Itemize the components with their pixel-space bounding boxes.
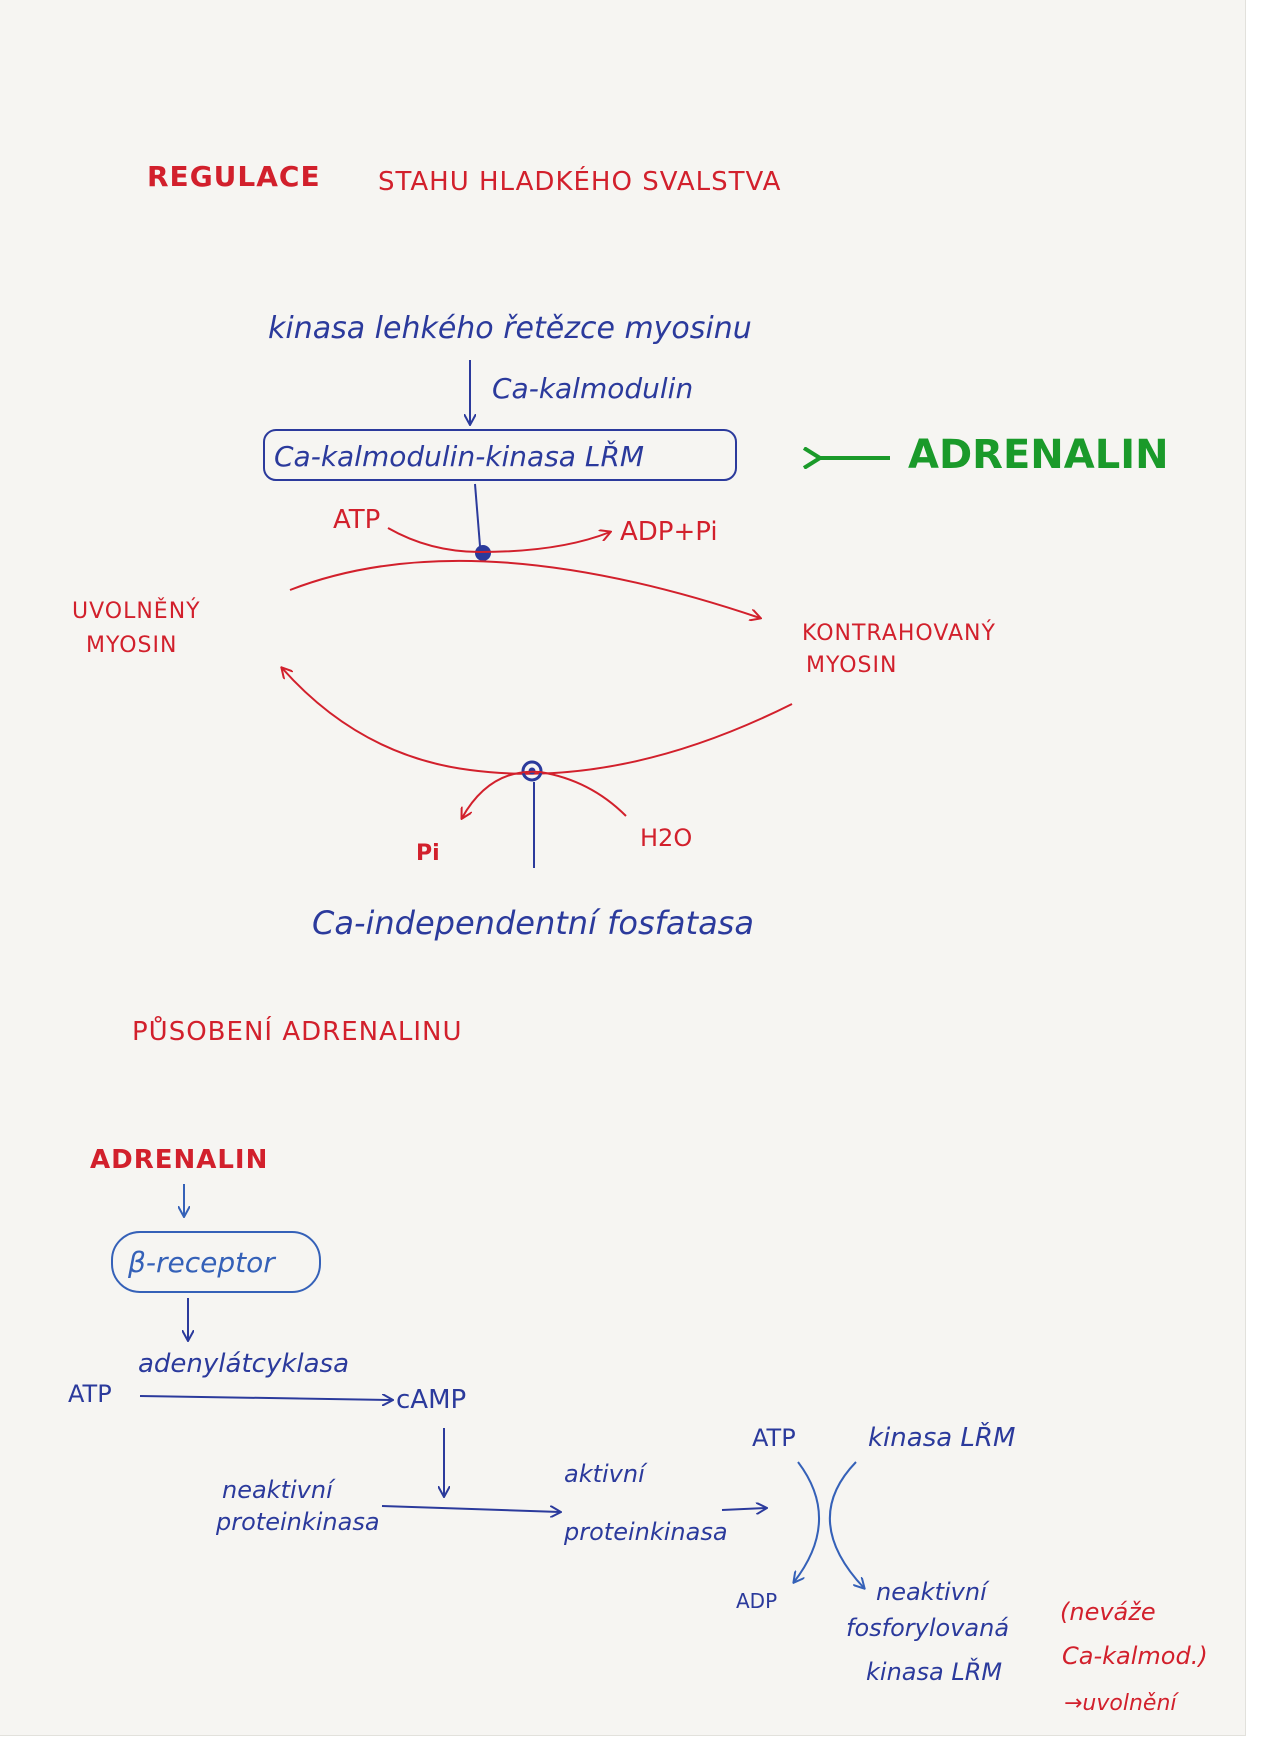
paper-sheet [0, 0, 1246, 1736]
note-line-3: →uvolnění [1064, 1691, 1179, 1716]
label-active-pk-2: proteinkinasa [563, 1518, 728, 1546]
title-regulace: REGULACE [147, 160, 321, 193]
label-atp-top: ATP [333, 505, 380, 535]
label-kinasa-lrm: kinasa LŘM [868, 1421, 1015, 1453]
label-contracted-myosin-1: KONTRAHOVANÝ [802, 620, 996, 646]
arc-relaxed-to-contracted [289, 559, 760, 618]
label-atp-right: ATP [752, 1424, 796, 1452]
label-inactive-phos-3: kinasa LŘM [866, 1657, 1002, 1686]
curve-h2o-pi [462, 770, 627, 818]
arrow-pk-to-reaction [721, 1508, 766, 1510]
label-beta-receptor: β-receptor [127, 1246, 276, 1279]
label-relaxed-myosin-2: MYOSIN [86, 633, 177, 658]
title-stahu: STAHU HLADKÉHO SVALSTVA [378, 165, 781, 197]
label-inactive-phos-1: neaktivní [876, 1578, 990, 1606]
node-phosphatase-action [521, 760, 543, 782]
label-active-pk-1: aktivní [564, 1460, 648, 1488]
curve-atp-to-adp [794, 1461, 820, 1582]
label-adp: ADP [736, 1589, 777, 1613]
curve-kinase-to-phosphorylated [828, 1461, 864, 1588]
curve-atp-adp [387, 527, 610, 554]
arrow-box-to-node [474, 483, 481, 547]
title-pusobeni-adrenalinu: PŮSOBENÍ ADRENALINU [132, 1015, 463, 1047]
label-h2o: H2O [640, 824, 692, 852]
node-kinase-action [475, 545, 491, 561]
label-adrenalin-green: ADRENALIN [908, 432, 1169, 478]
label-atp-left: ATP [68, 1380, 112, 1408]
label-inactive-pk-2: proteinkinasa [215, 1508, 380, 1536]
note-line-2: Ca-kalmod.) [1062, 1642, 1208, 1670]
label-inactive-phos-2: fosforylovaná [846, 1614, 1009, 1642]
arc-contracted-to-relaxed [282, 668, 793, 775]
arrow-pk-activation [381, 1505, 560, 1512]
label-myosin-light-chain-kinase: kinasa lehkého řetězce myosinu [268, 311, 752, 346]
label-camp: cAMP [396, 1385, 466, 1415]
label-phosphatase: Ca-independentní fosfatasa [312, 904, 754, 942]
label-ca-calmodulin: Ca-kalmodulin [492, 372, 693, 405]
label-adp-pi: ADP+Pi [620, 517, 718, 547]
label-adenylate-cyclase: adenylátcyklasa [138, 1349, 349, 1379]
box-beta-receptor [111, 1231, 321, 1293]
box-ca-calmodulin-kinase [263, 429, 737, 481]
label-inactive-pk-1: neaktivní [222, 1476, 336, 1504]
label-ca-calmodulin-kinase-lrm: Ca-kalmodulin-kinasa LŘM [274, 439, 644, 473]
label-contracted-myosin-2: MYOSIN [806, 653, 897, 678]
note-line-1: (neváže [1060, 1598, 1156, 1626]
label-adrenalin-red: ADRENALIN [90, 1145, 268, 1175]
label-relaxed-myosin-1: UVOLNĚNÝ [72, 598, 201, 624]
label-pi-bottom: Pi [416, 841, 440, 866]
arrow-atp-to-camp [139, 1396, 392, 1400]
